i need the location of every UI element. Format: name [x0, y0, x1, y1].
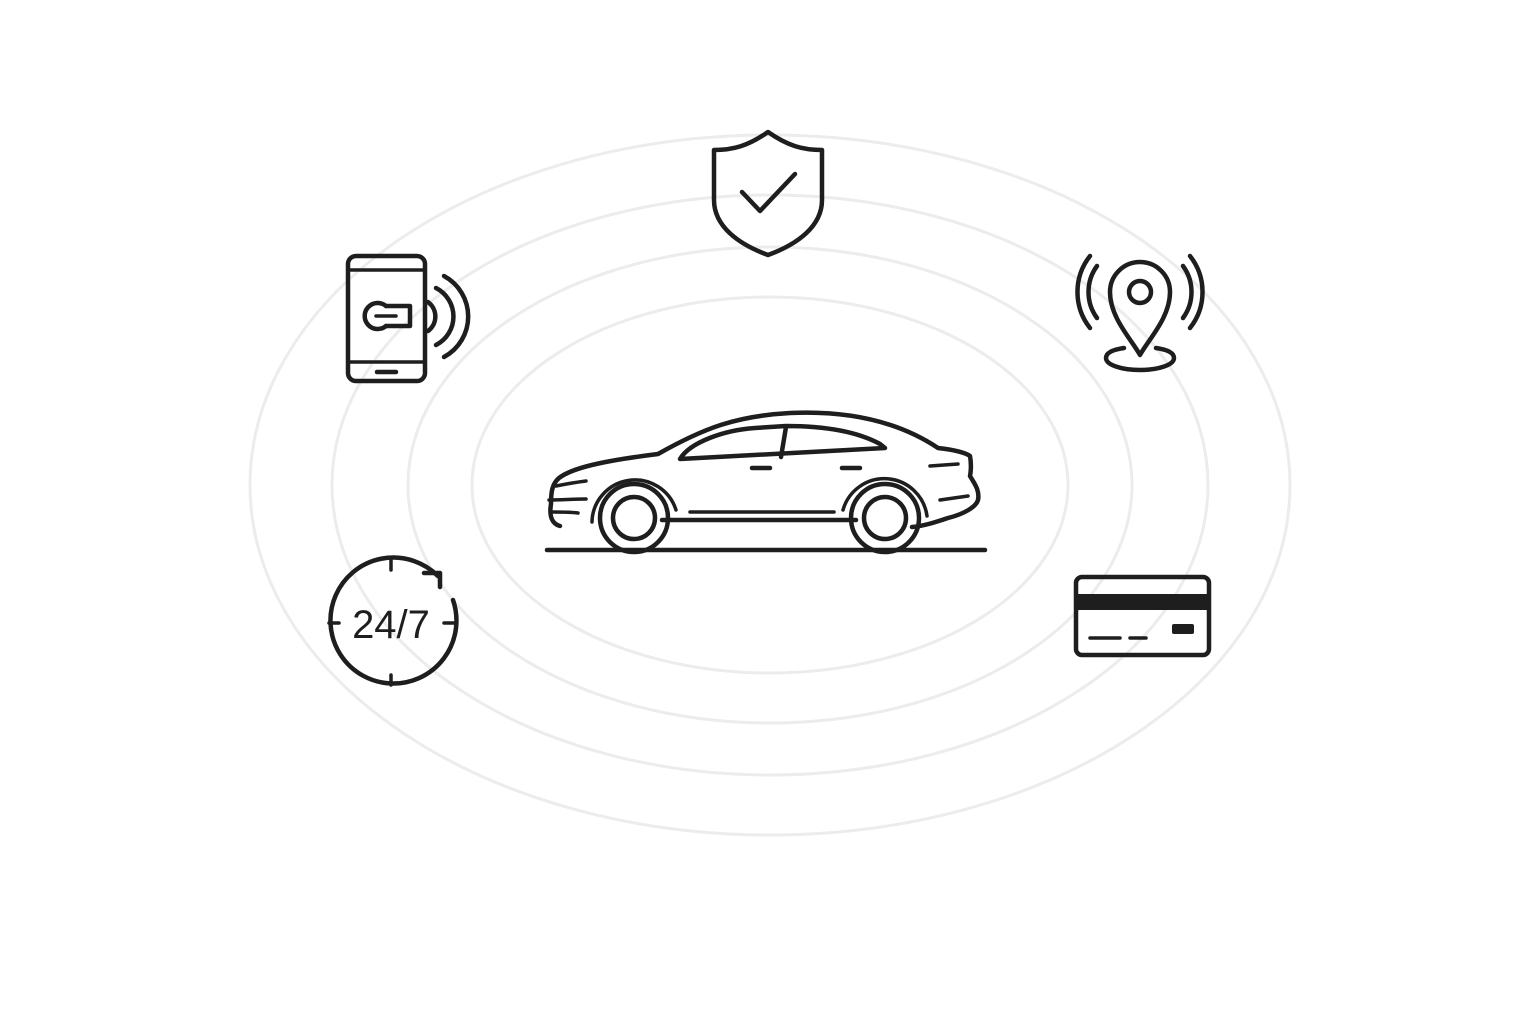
shield-check-icon [711, 129, 825, 258]
clock-247-icon: 24/7 [327, 555, 459, 687]
ring-2 [406, 245, 1134, 725]
credit-card-icon [1073, 574, 1212, 658]
ring-4 [248, 133, 1292, 837]
location-pin-signal-icon [1075, 253, 1205, 373]
car-icon [544, 410, 988, 555]
ring-1 [470, 295, 1070, 675]
background-rings [248, 133, 1292, 837]
smartphone-key-icon [345, 253, 471, 384]
clock-247-label: 24/7 [352, 603, 430, 647]
ring-3 [330, 193, 1210, 777]
